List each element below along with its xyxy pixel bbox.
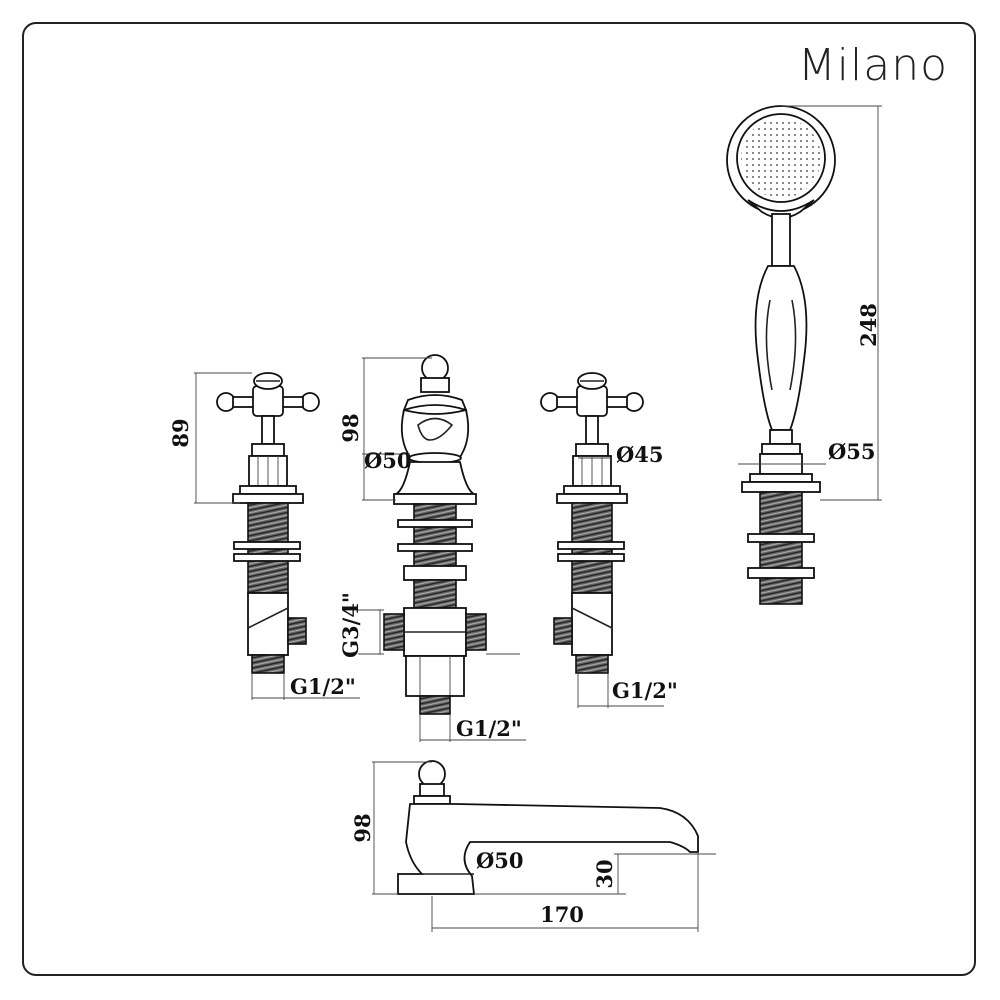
center-diameter-label: Ø50 xyxy=(364,448,412,473)
left-valve xyxy=(194,372,360,700)
brand-logo: Milano xyxy=(797,40,948,91)
spout xyxy=(372,760,716,932)
spout-length-label: 170 xyxy=(540,902,584,927)
center-diverter xyxy=(358,354,526,742)
spout-diameter-label: Ø50 xyxy=(476,848,524,873)
handshower xyxy=(726,105,882,605)
center-bottom-thread-label: G1/2" xyxy=(456,716,522,741)
right-valve xyxy=(540,372,664,708)
handshower-height-label: 248 xyxy=(856,303,881,347)
right-valve-diameter-label: Ø45 xyxy=(616,442,664,467)
spout-height-label: 98 xyxy=(350,813,375,842)
center-height-label: 98 xyxy=(338,413,363,442)
right-valve-inlet-label: G1/2" xyxy=(612,678,678,703)
spout-outlet-height-label: 30 xyxy=(592,859,617,888)
center-side-thread-label: G3/4" xyxy=(338,592,363,658)
left-valve-inlet-label: G1/2" xyxy=(290,674,356,699)
handshower-diameter-label: Ø55 xyxy=(828,439,876,464)
left-valve-height-label: 89 xyxy=(168,418,193,447)
